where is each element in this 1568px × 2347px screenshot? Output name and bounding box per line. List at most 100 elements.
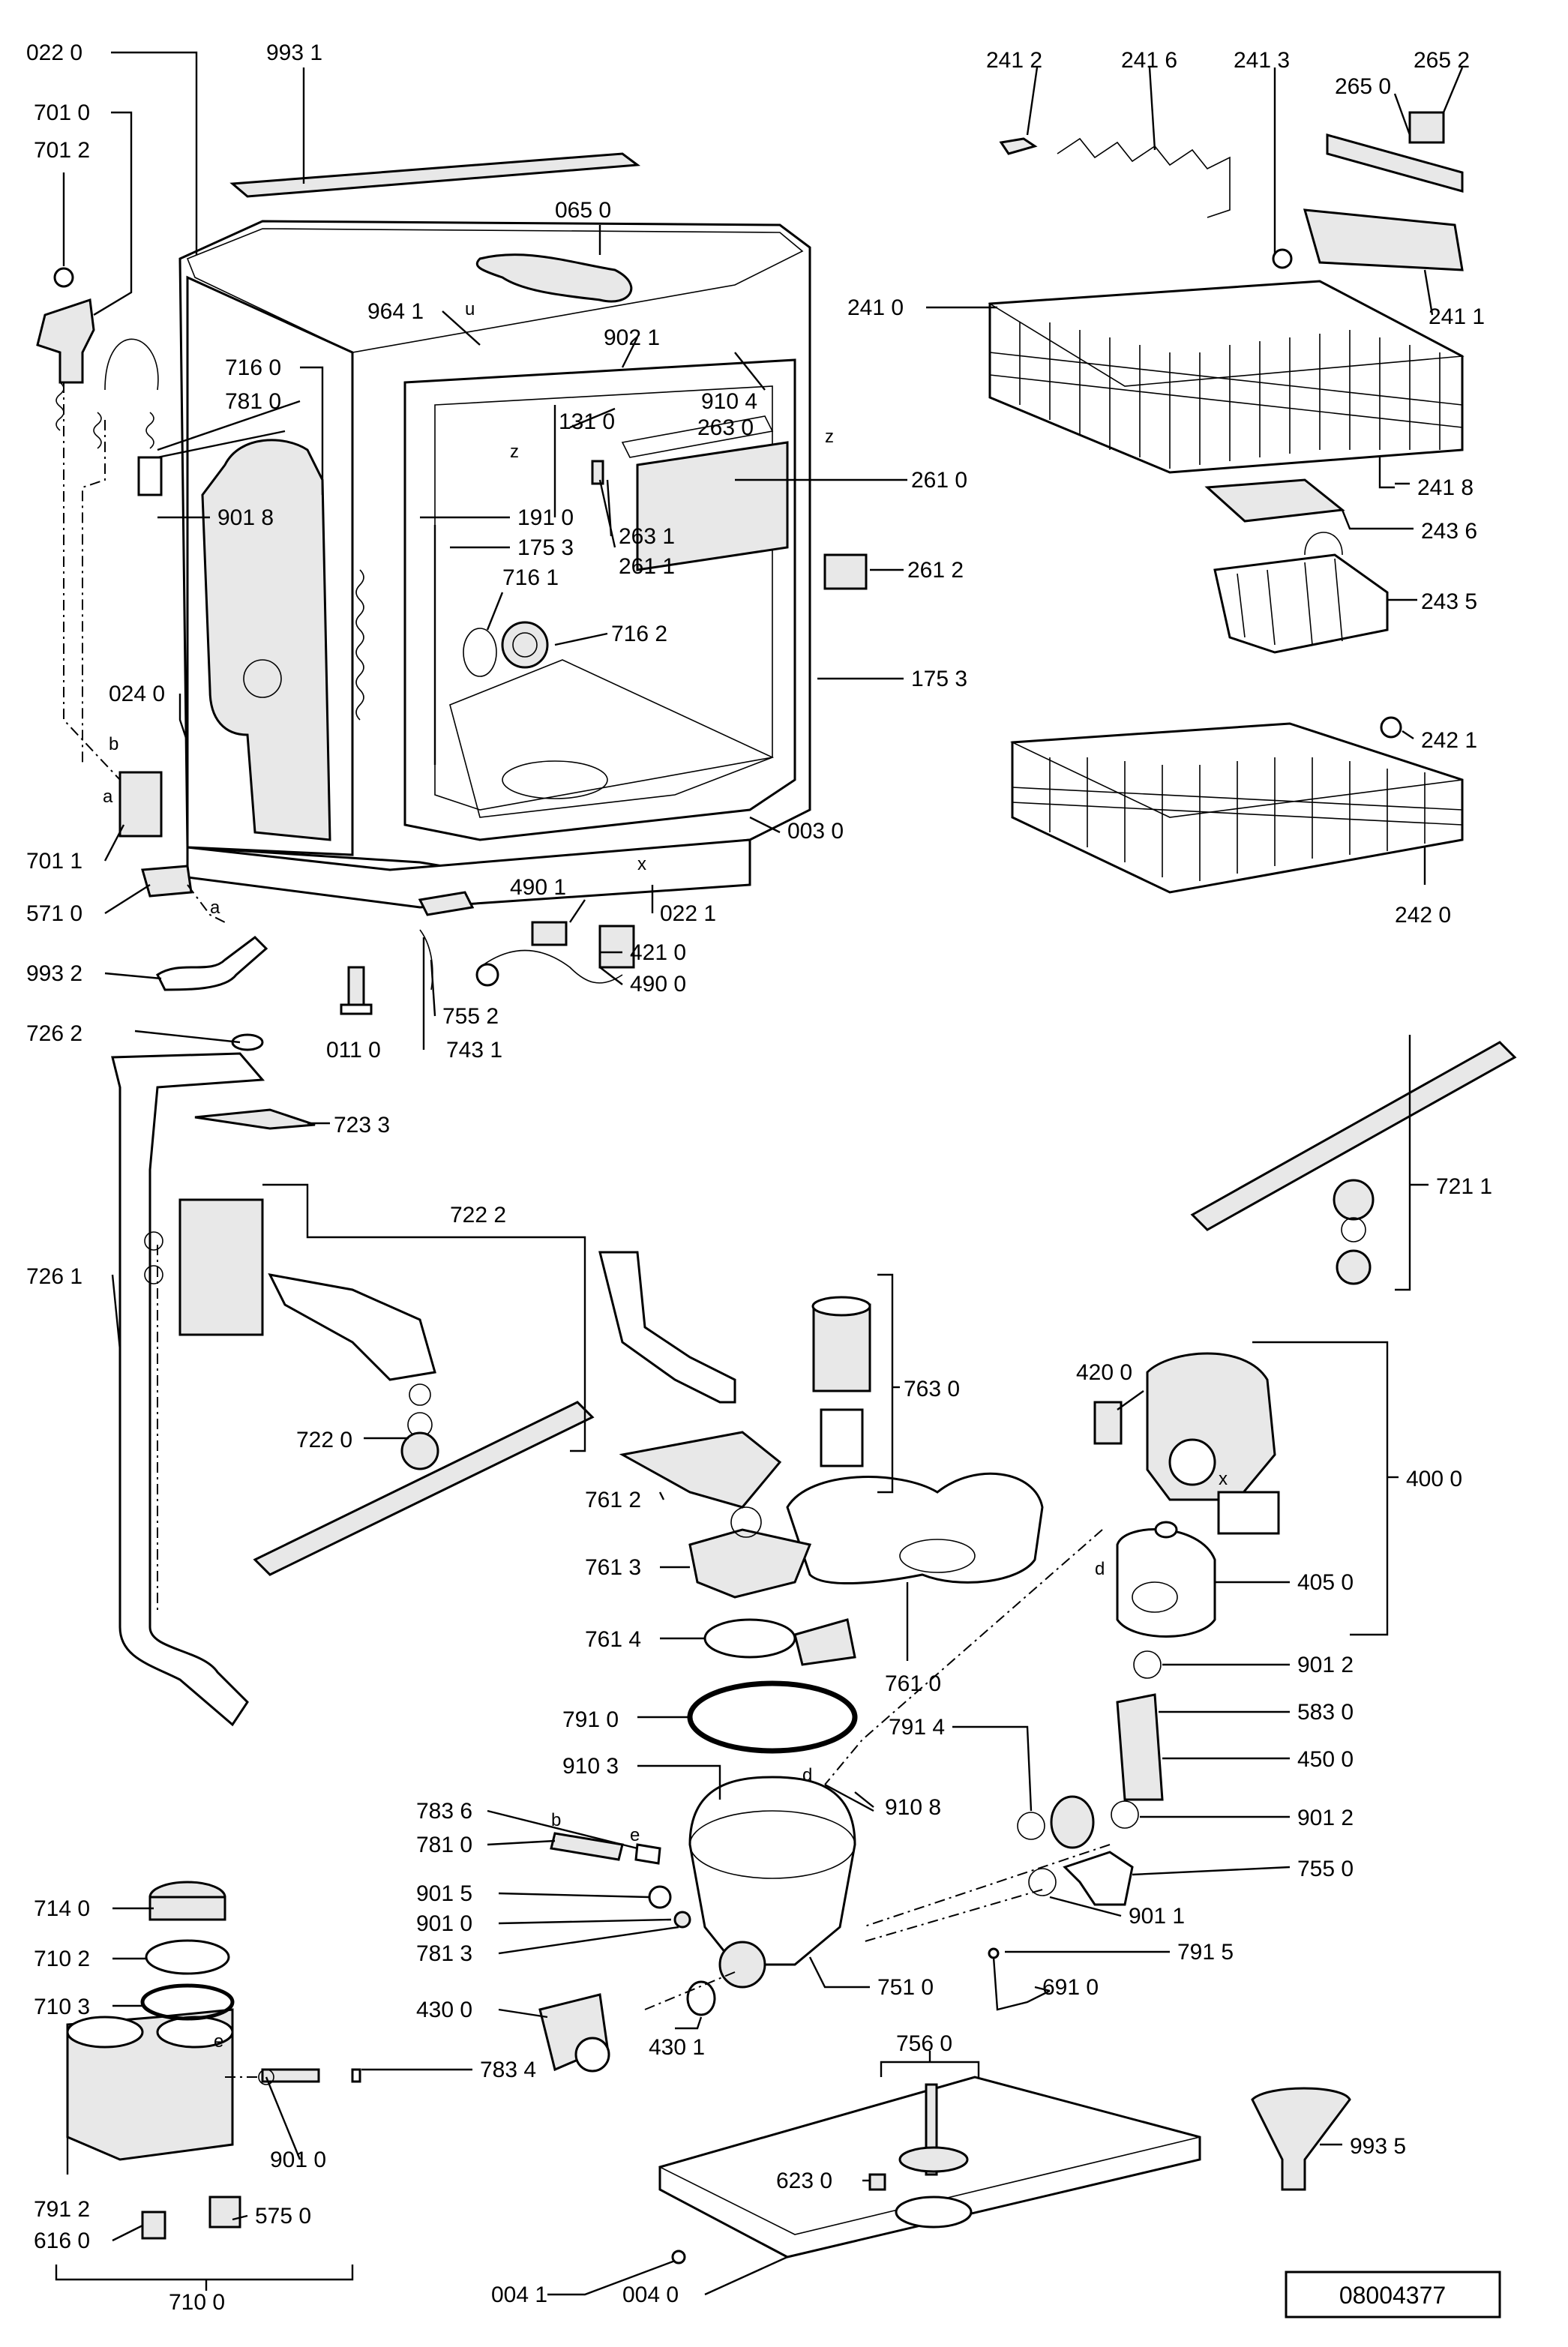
letter-callouts: u z z b a a x x d d b e e [103, 299, 1228, 2052]
part-label: 710 2 [34, 1947, 90, 1971]
part-label: 743 1 [446, 1038, 502, 1063]
part-label: 450 0 [1297, 1747, 1354, 1772]
callout-letter: b [109, 734, 118, 754]
part-label: 751 0 [877, 1975, 934, 2000]
part-label: 265 0 [1335, 74, 1391, 99]
part-label: 791 2 [34, 2197, 90, 2222]
callout-letter: e [630, 1825, 640, 1845]
part-label: 405 0 [1297, 1570, 1354, 1595]
part-label: 783 6 [416, 1799, 472, 1824]
part-label: 583 0 [1297, 1700, 1354, 1725]
cabinet-frame [36, 152, 868, 1015]
part-label: 714 0 [34, 1896, 90, 1921]
part-label: 901 0 [416, 1911, 472, 1936]
callout-letter: u [465, 299, 475, 319]
part-label: 722 0 [296, 1428, 352, 1452]
part-label: 241 3 [1234, 48, 1290, 73]
part-label: 024 0 [109, 682, 165, 706]
part-label: 723 3 [334, 1113, 390, 1138]
part-label: 420 0 [1076, 1360, 1132, 1385]
callout-letter: d [802, 1765, 812, 1785]
part-label: 755 2 [442, 1004, 499, 1029]
part-label: 901 5 [416, 1881, 472, 1906]
part-label: 490 0 [630, 972, 686, 997]
part-label: 261 2 [907, 558, 964, 583]
part-label: 263 1 [619, 524, 675, 549]
part-label: 716 1 [502, 565, 559, 590]
part-label: 902 1 [604, 325, 660, 350]
part-label: 265 2 [1414, 48, 1470, 73]
part-label: 791 5 [1177, 1940, 1234, 1965]
part-label: 993 2 [26, 961, 82, 986]
part-label: 901 2 [1297, 1653, 1354, 1677]
part-label: 761 4 [585, 1627, 641, 1652]
part-label: 901 1 [1129, 1904, 1185, 1929]
part-labels: 022 0 993 1 701 0 701 2 065 0 964 1 902 … [26, 40, 1492, 2315]
part-label: 575 0 [255, 2204, 311, 2229]
callout-letter: a [103, 787, 113, 807]
part-label: 901 8 [217, 505, 274, 530]
part-label: 241 8 [1417, 475, 1474, 500]
part-label: 242 1 [1421, 728, 1477, 753]
part-label: 241 0 [847, 295, 904, 320]
part-label: 781 0 [416, 1833, 472, 1857]
part-label: 726 1 [26, 1264, 82, 1289]
part-label: 022 0 [26, 40, 82, 65]
part-label: 243 6 [1421, 519, 1477, 544]
part-label: 701 0 [34, 100, 90, 125]
part-label: 241 6 [1121, 48, 1177, 73]
part-label: 791 0 [562, 1707, 619, 1732]
part-label: 763 0 [904, 1377, 960, 1401]
part-label: 065 0 [555, 198, 611, 223]
part-label: 761 3 [585, 1555, 641, 1580]
part-label: 261 0 [911, 468, 967, 493]
part-label: 430 0 [416, 1998, 472, 2022]
part-label: 781 0 [225, 389, 281, 414]
part-label: 964 1 [367, 299, 424, 324]
part-label: 783 4 [480, 2058, 536, 2082]
part-label: 241 1 [1429, 304, 1485, 329]
part-label: 004 0 [622, 2283, 679, 2307]
part-label: 701 1 [26, 849, 82, 874]
callout-letter: z [510, 442, 519, 462]
part-label: 781 3 [416, 1941, 472, 1966]
part-label: 241 2 [986, 48, 1042, 73]
reference-box: 08004377 [1285, 2271, 1501, 2319]
part-label: 421 0 [630, 940, 686, 965]
callout-letter: d [1095, 1559, 1105, 1579]
part-label: 430 1 [649, 2035, 705, 2060]
part-label: 131 0 [559, 409, 615, 434]
part-label: 003 0 [787, 819, 844, 844]
part-label: 243 5 [1421, 589, 1477, 614]
connection-lines [63, 382, 1111, 2078]
part-label: 571 0 [26, 901, 82, 926]
part-label: 722 2 [450, 1203, 506, 1227]
part-label: 721 1 [1436, 1174, 1492, 1199]
part-label: 623 0 [776, 2169, 832, 2193]
part-label: 004 1 [491, 2283, 547, 2307]
callout-letter: b [551, 1810, 561, 1830]
part-label: 993 1 [266, 40, 322, 65]
part-label: 242 0 [1395, 903, 1451, 928]
part-label: 011 0 [326, 1038, 381, 1063]
part-label: 716 2 [611, 622, 667, 646]
part-label: 756 0 [896, 2031, 952, 2056]
part-label: 761 0 [885, 1671, 941, 1696]
reference-number: 08004377 [1339, 2282, 1446, 2309]
callout-letter: e [214, 2031, 223, 2052]
upper-rack-assembly [988, 111, 1465, 894]
part-label: 910 8 [885, 1795, 941, 1820]
part-label: 761 2 [585, 1488, 641, 1512]
part-label: 710 0 [169, 2290, 225, 2315]
part-label: 901 2 [1297, 1806, 1354, 1830]
callout-letter: a [210, 898, 220, 918]
part-label: 175 3 [517, 535, 574, 560]
part-label: 616 0 [34, 2229, 90, 2253]
part-label: 263 0 [697, 415, 754, 440]
leader-lines [55, 51, 1464, 2296]
part-label: 490 1 [510, 875, 566, 900]
part-label: 710 3 [34, 1995, 90, 2019]
part-label: 993 5 [1350, 2134, 1406, 2159]
callout-letter: x [1219, 1469, 1228, 1489]
part-label: 191 0 [517, 505, 574, 530]
